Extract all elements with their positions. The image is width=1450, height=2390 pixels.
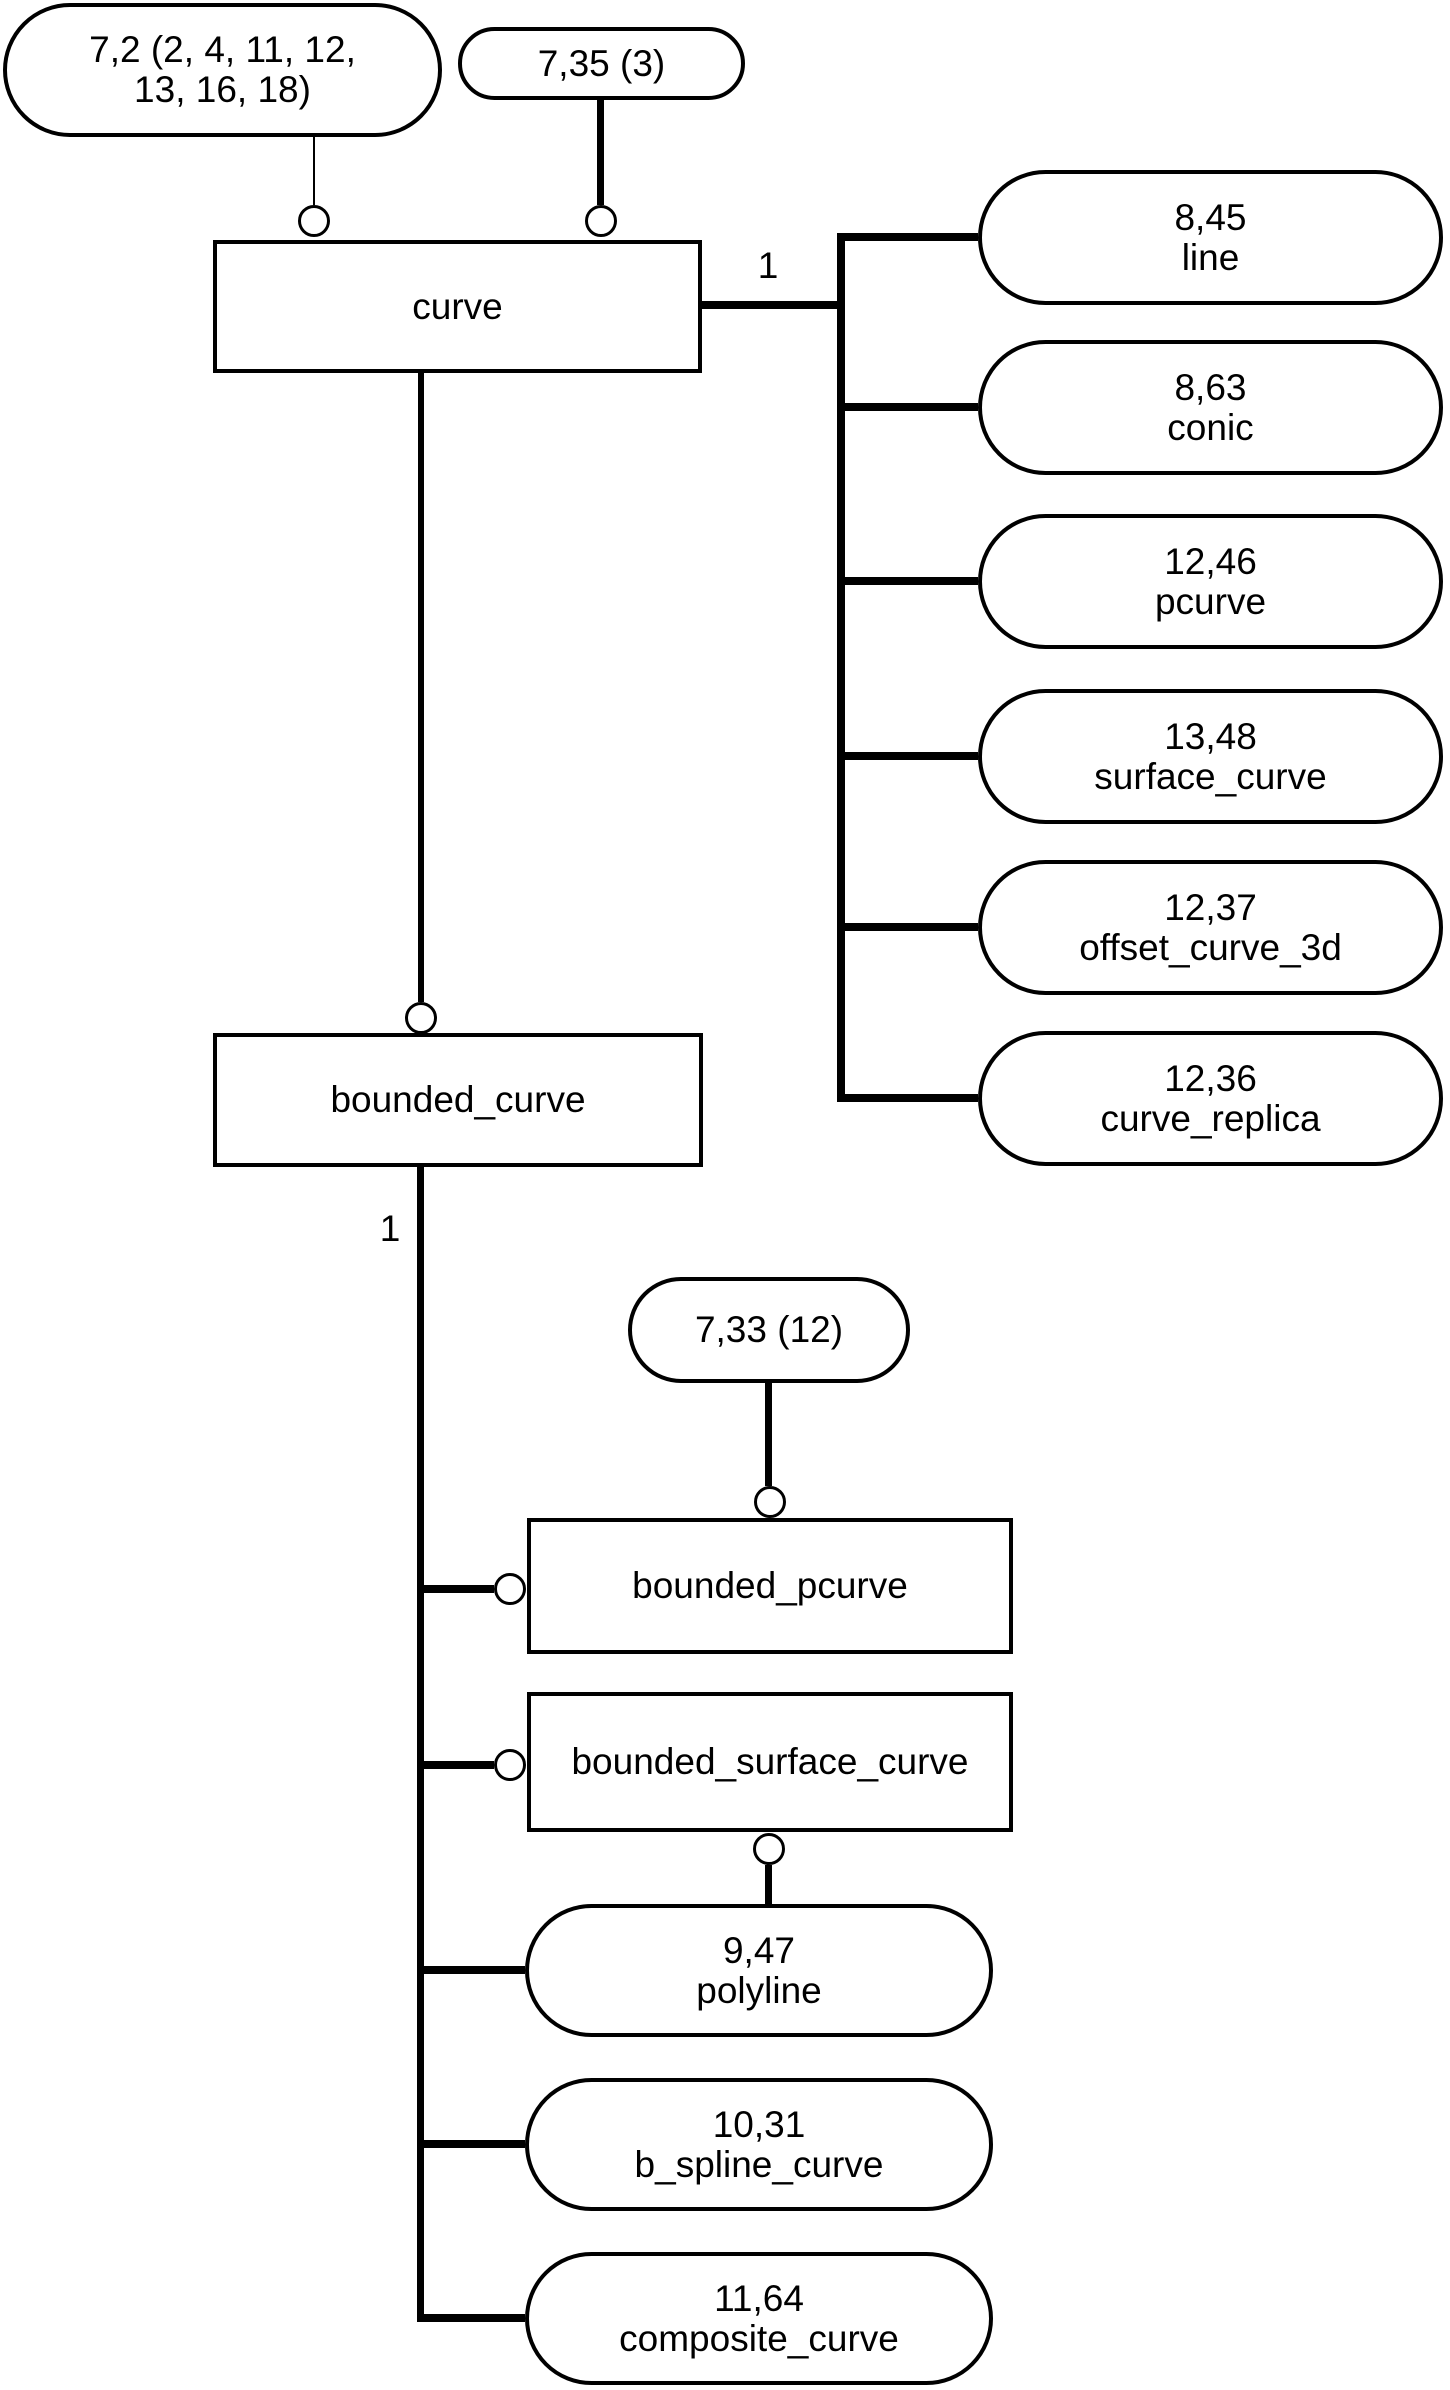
entity-bounded-pcurve-label: bounded_pcurve [632, 1565, 908, 1606]
pageref-curve-attr-label: 7,35 (3) [537, 42, 666, 84]
entity-bounded-surface-curve: bounded_surface_curve [527, 1692, 1013, 1832]
entity-bounded-pcurve: bounded_pcurve [527, 1518, 1013, 1654]
connector-pageref-attr-to-curve [597, 100, 604, 205]
connector-subtype-curve-replica [845, 1094, 978, 1102]
subtype-composite-curve: 11,64 composite_curve [525, 2252, 993, 2385]
connector-curve-to-bounded-curve [418, 373, 424, 1002]
pageref-curve-inherit-line1: 7,2 (2, 4, 11, 12, [89, 29, 356, 70]
pageref-curve-attr: 7,35 (3) [458, 27, 745, 100]
subtype-composite-curve-name: composite_curve [619, 2317, 899, 2359]
subtype-offset-curve-3d: 12,37 offset_curve_3d [978, 860, 1443, 995]
subtype-line-name: line [1181, 236, 1240, 278]
circle-connector-bounded-curve [405, 1002, 437, 1034]
entity-curve-label: curve [412, 285, 503, 327]
subtype-surface-curve-name: surface_curve [1094, 755, 1327, 797]
subtype-surface-curve: 13,48 surface_curve [978, 689, 1443, 824]
connector-subtype-bounded-pcurve [424, 1585, 494, 1593]
subtype-line-code: 8,45 [1174, 196, 1247, 238]
circle-connector-bounded-pcurve-top [754, 1486, 786, 1518]
subtype-curve-replica-code: 12,36 [1164, 1057, 1257, 1099]
circle-connector-pageref-attr [585, 205, 617, 237]
cardinality-bounded-curve-tree: 1 [379, 1208, 401, 1249]
subtype-curve-replica-name: curve_replica [1100, 1097, 1321, 1139]
cardinality-curve-tree: 1 [757, 245, 779, 286]
subtype-pcurve: 12,46 pcurve [978, 514, 1443, 649]
entity-bounded-curve-label: bounded_curve [330, 1079, 586, 1120]
pageref-curve-inherit-line2: 13, 16, 18) [134, 69, 311, 110]
subtype-curve-replica: 12,36 curve_replica [978, 1031, 1443, 1166]
subtype-trunk-curve [837, 233, 845, 1102]
subtype-conic-name: conic [1167, 406, 1254, 448]
circle-connector-bounded-pcurve-left [494, 1573, 526, 1605]
connector-pageref-inherit-to-curve [313, 137, 315, 205]
subtype-surface-curve-code: 13,48 [1164, 715, 1257, 757]
connector-subtype-pcurve [845, 577, 978, 585]
pageref-bounded-pcurve-attr-label: 7,33 (12) [694, 1309, 844, 1350]
entity-bounded-curve: bounded_curve [213, 1033, 703, 1167]
subtype-b-spline-curve-name: b_spline_curve [634, 2143, 884, 2185]
subtype-b-spline-curve-code: 10,31 [712, 2103, 806, 2145]
subtype-trunk-bounded-curve [417, 1167, 424, 2322]
subtype-pcurve-code: 12,46 [1164, 540, 1257, 582]
subtype-polyline-code: 9,47 [722, 1929, 795, 1971]
connector-subtype-bounded-surface-curve [424, 1761, 494, 1769]
subtype-pcurve-name: pcurve [1154, 580, 1267, 622]
connector-subtype-offset-curve-3d [845, 923, 978, 931]
pageref-bounded-pcurve-attr: 7,33 (12) [628, 1277, 910, 1383]
subtype-composite-curve-code: 11,64 [714, 2277, 804, 2319]
circle-connector-pageref-inherit [298, 205, 330, 237]
subtype-line: 8,45 line [978, 170, 1443, 305]
connector-subtype-composite-curve [417, 2314, 525, 2322]
connector-bounded-surface-curve-to-polyline [765, 1865, 772, 1904]
subtype-b-spline-curve: 10,31 b_spline_curve [525, 2078, 993, 2211]
subtype-conic: 8,63 conic [978, 340, 1443, 475]
connector-subtype-line [845, 233, 978, 241]
circle-connector-bounded-surface-curve-left [494, 1749, 526, 1781]
subtype-offset-curve-3d-code: 12,37 [1164, 886, 1257, 928]
connector-subtype-polyline [424, 1966, 525, 1974]
subtype-conic-code: 8,63 [1174, 366, 1247, 408]
circle-connector-bounded-surface-curve-bottom [753, 1833, 785, 1865]
connector-pageref-to-bounded-pcurve [765, 1383, 772, 1486]
subtype-offset-curve-3d-name: offset_curve_3d [1079, 926, 1342, 968]
connector-subtype-surface-curve [845, 752, 978, 760]
entity-bounded-surface-curve-label: bounded_surface_curve [571, 1741, 969, 1782]
subtype-polyline-name: polyline [696, 1969, 822, 2011]
pageref-curve-inherit: 7,2 (2, 4, 11, 12, 13, 16, 18) [3, 3, 442, 137]
connector-curve-to-subtype-trunk [702, 301, 837, 309]
connector-subtype-b-spline-curve [424, 2140, 525, 2148]
subtype-polyline: 9,47 polyline [525, 1904, 993, 2037]
entity-curve: curve [213, 240, 702, 373]
connector-subtype-conic [845, 403, 978, 411]
